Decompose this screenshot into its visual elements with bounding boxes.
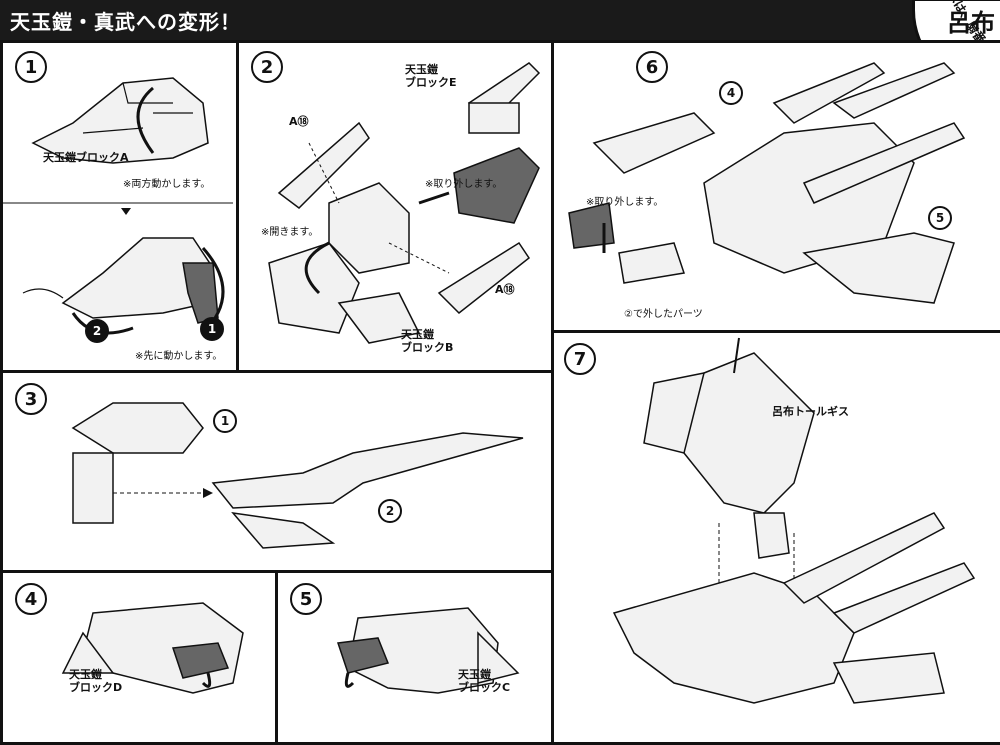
callout-4: 4 [719,81,743,105]
step-number-6: 6 [636,51,668,83]
page-title: 天玉鎧・真武への変形！ [10,10,241,34]
step6-illustration [568,62,966,304]
callout-5: 5 [928,206,952,230]
block-e-label: 天玉鎧 ブロックE [405,63,457,89]
panel-step-3: 3 1 2 [0,370,557,576]
block-c-illustration [336,607,520,694]
a18-top-label: A⑱ [289,115,309,128]
block-d-label: 天玉鎧 ブロックD [69,668,123,694]
tallgeese-illustration [612,337,976,704]
a18-bottom-label: A⑱ [495,283,515,296]
panel-step-6: 6 4 ※取り外します。 5 ②で外したパーツ [551,40,1000,336]
step3-illustration [71,402,524,549]
callout-2: 2 [85,319,109,343]
panel-step-1: 1 天玉鎧ブロックA ※両方動かします。 2 1 ※先に動かします。 [0,40,242,376]
block-assembly-illustration [268,62,541,344]
panel-step-7: 7 呂布トールギス [551,330,1000,745]
note-open: ※開きます。 [261,227,319,238]
block-c-label: 天玉鎧 ブロックC [458,668,511,694]
note-remove: ※取り外します。 [425,179,503,190]
step-number-3: 3 [15,383,47,415]
header-bar: 天玉鎧・真武への変形！ [0,0,1000,44]
panel-step-5: 5 天玉鎧 ブロックC [275,570,557,745]
corner-title: 呂布 [947,9,995,37]
block-a-label: 天玉鎧ブロックA [43,151,129,164]
block-b-label: 天玉鎧 ブロックB [401,328,454,354]
tallgeese-label: 呂布トールギス [772,405,849,418]
callout-1-step3: 1 [213,409,237,433]
note-remove-6: ※取り外します。 [586,197,664,208]
block-a-illustration [3,77,233,335]
callout-1: 1 [200,317,224,341]
panel-step-2: 2 A⑱ 天玉鎧 ブロックE ※取り外します。 ※開きます。 A⑱ 天玉鎧 ブロ… [236,40,557,376]
note-move-both: ※両方動かします。 [123,179,211,190]
step-number-1: 1 [15,51,47,83]
step-number-5: 5 [290,583,322,615]
parts-removed-label: ②で外したパーツ [624,309,703,320]
note-move-first: ※先に動かします。 [135,351,223,362]
block-d-illustration [61,602,244,694]
callout-2-step3: 2 [378,499,402,523]
step-number-7: 7 [564,343,596,375]
step-number-2: 2 [251,51,283,83]
step-number-4: 4 [15,583,47,615]
panel-step-4: 4 天玉鎧 ブロックD [0,570,281,745]
